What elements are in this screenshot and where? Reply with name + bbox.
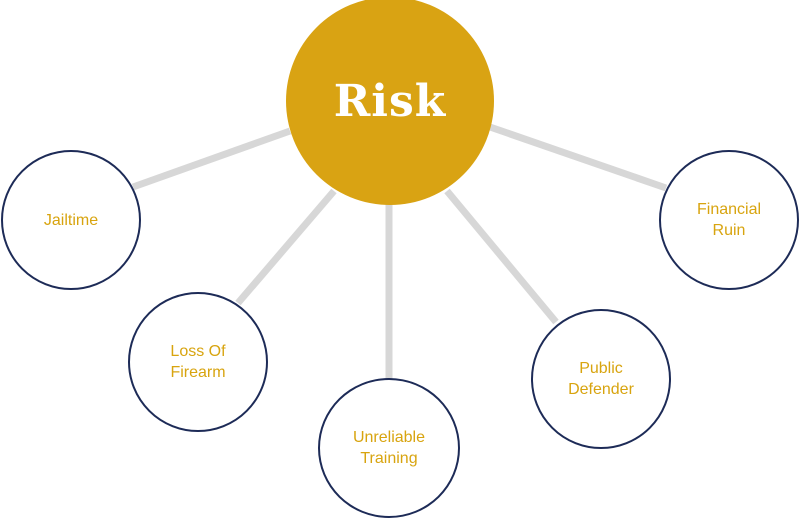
node-loss-of-firearm-label: Loss Of Firearm	[170, 343, 226, 381]
node-financial-ruin-label: Financial Ruin	[696, 201, 762, 239]
connector-loss-of-firearm	[235, 188, 337, 306]
node-financial-ruin: Financial Ruin	[659, 150, 799, 290]
connector-jailtime	[131, 127, 292, 191]
node-public-defender-label: Public Defender	[568, 360, 634, 398]
node-loss-of-firearm: Loss Of Firearm	[128, 292, 268, 432]
node-public-defender: Public Defender	[531, 309, 671, 449]
central-risk-node: Risk	[286, 0, 494, 205]
connector-financial-ruin	[488, 123, 668, 192]
node-jailtime: Jailtime	[1, 150, 141, 290]
connector-public-defender	[444, 188, 559, 325]
central-risk-label: Risk	[333, 75, 447, 127]
node-jailtime-label: Jailtime	[43, 211, 99, 229]
node-unreliable-training: Unreliable Training	[318, 378, 460, 518]
node-unreliable-training-label: Unreliable Training	[352, 429, 426, 467]
